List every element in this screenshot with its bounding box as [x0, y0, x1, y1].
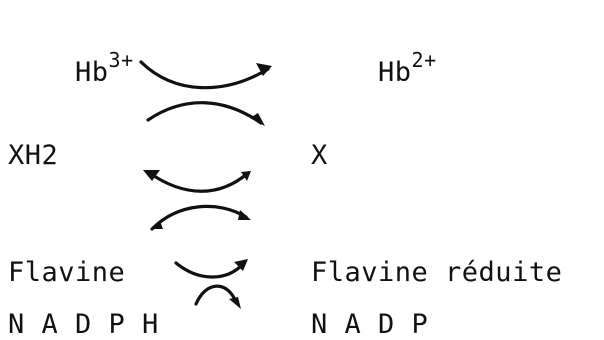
label-flavine: Flavine	[8, 257, 126, 288]
arrow-x-to-xh2-lower	[143, 170, 251, 193]
arrow-nadph-to-nadp	[194, 284, 241, 309]
label-hb3: Hb3+	[8, 32, 134, 113]
hb3-charge: 3+	[108, 48, 134, 72]
hb3-base: Hb	[75, 57, 109, 88]
arrow-xh2-to-x-upper	[146, 101, 265, 126]
arrow-flavine-to-flavine-reduite	[174, 259, 248, 279]
label-hb2: Hb2+	[311, 32, 437, 113]
label-nadp: N A D P	[311, 309, 429, 340]
arrow-xh2-to-x-lower	[150, 204, 251, 231]
hb2-charge: 2+	[411, 48, 437, 72]
label-flavine-reduite: Flavine réduite	[311, 257, 563, 288]
arrow-hb3-to-hb2	[139, 60, 272, 90]
hb2-base: Hb	[378, 57, 412, 88]
label-x: X	[311, 140, 328, 171]
label-nadph: N A D P H	[8, 309, 159, 340]
label-xh2: XH2	[8, 140, 59, 171]
